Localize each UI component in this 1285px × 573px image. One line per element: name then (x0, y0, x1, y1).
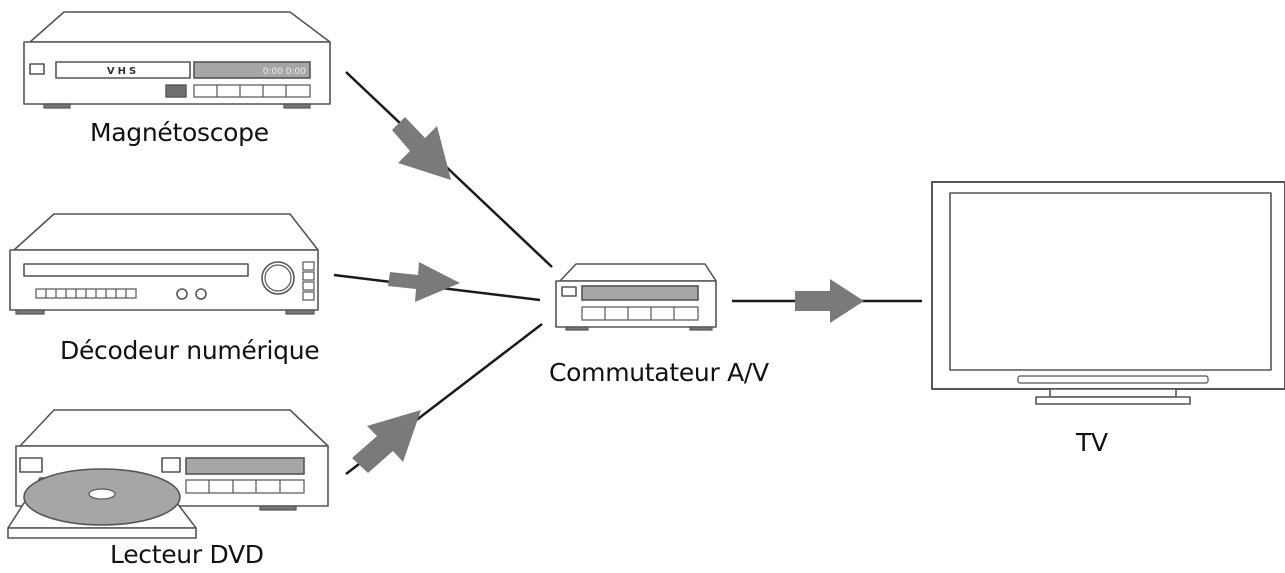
dvd-label: Lecteur DVD (110, 540, 264, 569)
vcr-time-text: 0:00 0:00 (263, 67, 307, 77)
vcr-tape-text: VHS (107, 66, 139, 77)
vcr-device: VHS 0:00 0:00 (23, 11, 331, 109)
decoder-arrow-icon (388, 262, 460, 302)
direction-arrows (352, 117, 864, 473)
dvd-arrow-icon (352, 410, 421, 473)
vcr-label: Magnétoscope (90, 118, 269, 147)
vcr-arrow-icon (392, 117, 451, 180)
decoder-label: Décodeur numérique (60, 336, 320, 365)
av-switch-device (555, 263, 717, 331)
dvd-device (7, 409, 329, 539)
decoder-device (9, 213, 319, 315)
vcr-to-switch-line (345, 71, 553, 268)
tv-device (931, 181, 1285, 405)
tv-label: TV (1076, 428, 1108, 457)
tv-arrow-icon (795, 279, 864, 323)
switch-label: Commutateur A/V (549, 358, 769, 387)
